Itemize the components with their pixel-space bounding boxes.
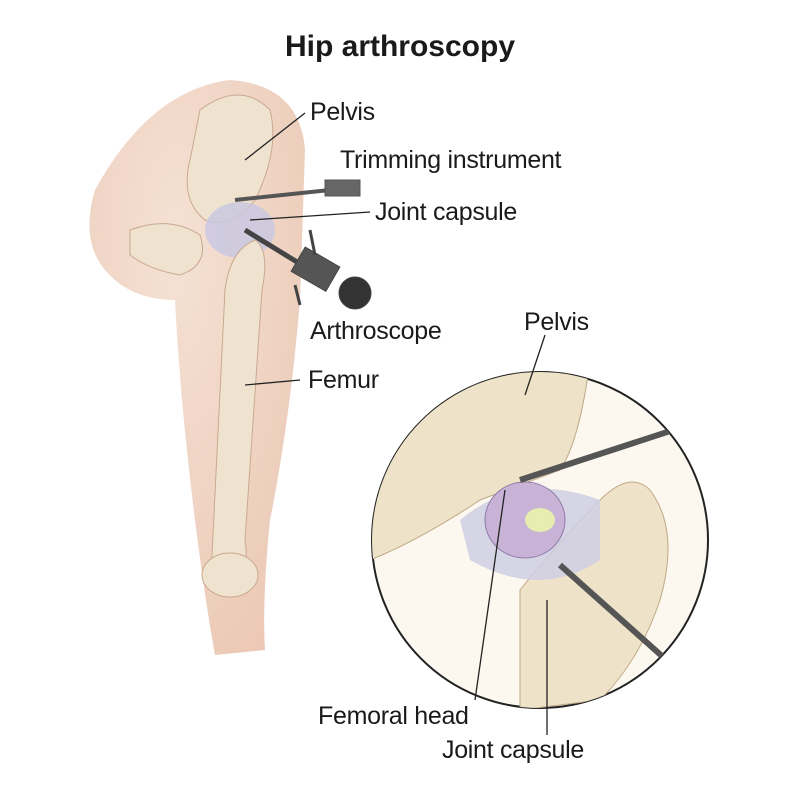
leader-lines bbox=[244, 112, 371, 386]
label-joint-capsule: Joint capsule bbox=[375, 198, 518, 226]
diagram-title: Hip arthroscopy bbox=[284, 30, 516, 63]
label-femoral-head: Femoral head bbox=[318, 702, 469, 730]
label-pelvis: Pelvis bbox=[310, 98, 375, 126]
label-arthroscope: Arthroscope bbox=[310, 317, 442, 345]
joint-capsule bbox=[205, 202, 275, 258]
label-pelvis-inset: Pelvis bbox=[524, 308, 589, 336]
label-trimming-instrument: Trimming instrument bbox=[340, 146, 562, 174]
label-femur: Femur bbox=[308, 366, 379, 394]
label-joint-capsule-inset: Joint capsule bbox=[442, 736, 585, 764]
arthroscope-drawing bbox=[243, 227, 372, 310]
trimming-instrument-drawing bbox=[234, 179, 361, 202]
